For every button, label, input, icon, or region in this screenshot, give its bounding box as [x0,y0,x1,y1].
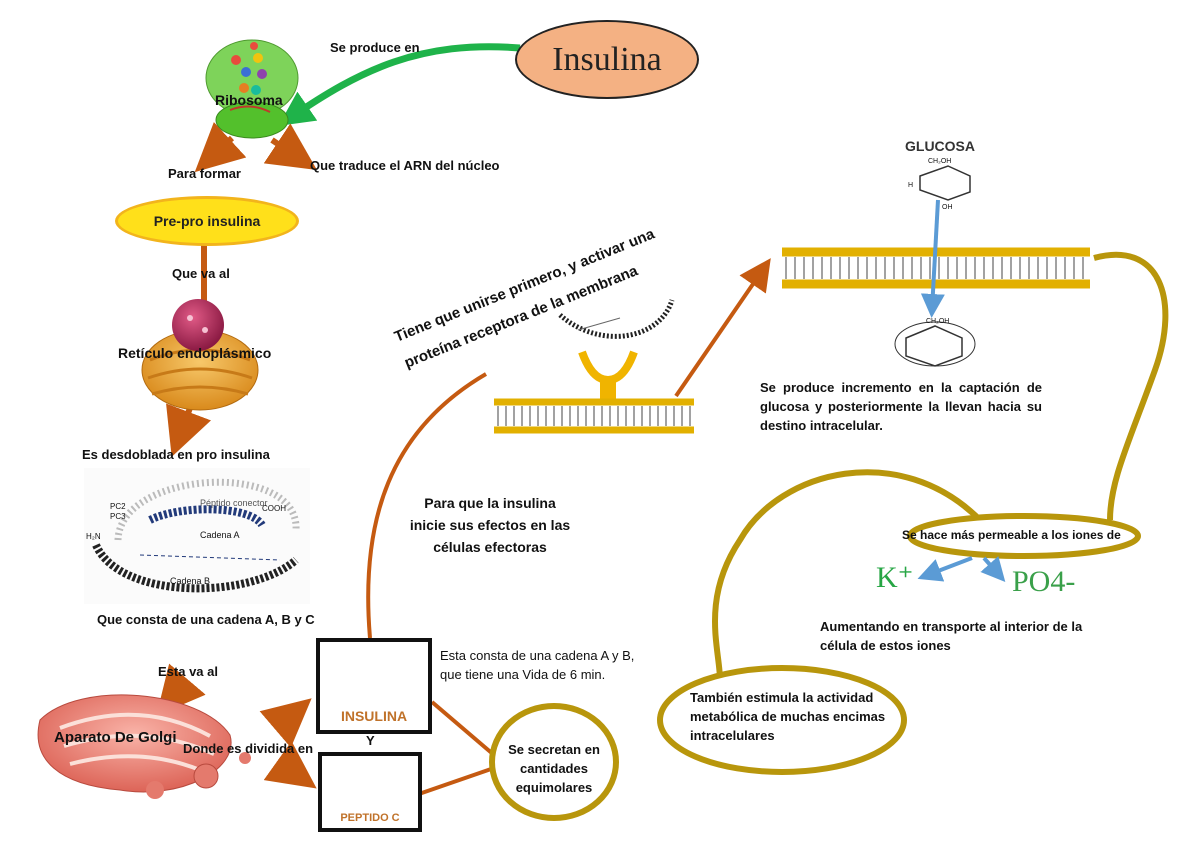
glucose-oh: OH [942,204,953,211]
arrow-consta-golgi [156,663,206,716]
arrow-to-po4 [980,556,1006,582]
text-aumentando: Aumentando en transporte al interior de … [820,619,1083,653]
label-k: K⁺ [876,561,914,594]
label-glucosa: GLUCOSA [905,138,975,154]
label-para-formar: Para formar [168,166,241,181]
curve-insulina-receptor [366,372,488,639]
insulina-box: INSULINA [316,638,432,734]
loop-membrane-permeable [1093,251,1169,521]
label-reticulo: Retículo endoplásmico [118,345,272,361]
text-secretan: Se secretan en cantidades equimolares [508,742,600,795]
estimula-oval [657,665,907,775]
glucose-ch2oh-bottom: CH₂OH [926,318,950,325]
proinsulin-figure [84,468,310,604]
label-desdoblada: Es desdoblada en pro insulina [82,447,270,462]
text-cadena-ab: Esta consta de una cadena A y B, que tie… [440,648,635,682]
label-cadena-b: Cadena B [170,576,211,586]
green-arrow [278,43,521,126]
label-peptido-conector: Péptido conector [200,498,268,508]
glucose-ch2oh-top: CH₂OH [928,158,952,165]
label-ribosoma: Ribosoma [215,92,283,108]
label-h2n: H₂N [86,532,101,541]
arrow-to-k [917,556,973,582]
label-po4: PO4- [1012,565,1076,598]
label-traduce: Que traduce el ARN del núcleo [310,158,500,173]
arrow-ribosome-preprop [194,122,247,173]
label-que-va-al: Que va al [172,266,230,281]
peptido-box-label: PEPTIDO C [340,812,400,824]
glucose-blue-arrow [920,199,945,318]
label-consta: Que consta de una cadena A, B y C [97,612,315,627]
arrow-golgi-insulina [259,698,312,748]
label-cooh: COOH [262,504,286,513]
peptido-box: PEPTIDO C [318,752,422,832]
line-peptido-secretan [415,766,495,797]
label-se-produce-en: Se produce en [330,40,420,55]
label-esta-va-al: Esta va al [158,664,218,679]
insulina-title: Insulina [515,20,699,99]
insulina-box-label: INSULINA [340,708,408,724]
text-para-que: Para que la insulina inicie sus efectos … [409,495,571,555]
reticulum-illustration [141,299,259,411]
arrow-golgi-peptido [263,741,317,789]
text-permeable: Se hace más permeable a los iones de [902,528,1121,542]
glucose-figure [782,165,1090,367]
prepro-oval: Pre-pro insulina [115,196,299,246]
receptor-membrane [494,299,694,434]
arrow-receptor-glucose [674,258,771,398]
text-incremento: Se produce incremento en la captación de… [760,380,1042,433]
ribosome-illustration [205,39,299,139]
line-insulina-secretan [430,700,496,757]
arrow-er-desdoblada [166,403,212,457]
permeable-oval [907,513,1141,559]
glucose-h: H [908,182,914,189]
arrow-ribosome-traduce [263,123,317,170]
label-golgi: Aparato De Golgi [54,729,177,746]
label-y: Y [366,733,375,748]
label-pc2: PC2 [110,502,126,511]
loop-permeable-estimula [712,469,983,681]
label-dividida: Donde es dividida en [183,741,314,756]
label-cadena-a: Cadena A [200,530,240,540]
text-estimula: También estimula la actividad metabólica… [690,690,886,743]
golgi-illustration [37,694,251,799]
label-pc3: PC3 [110,512,126,521]
secretan-oval [489,703,619,821]
